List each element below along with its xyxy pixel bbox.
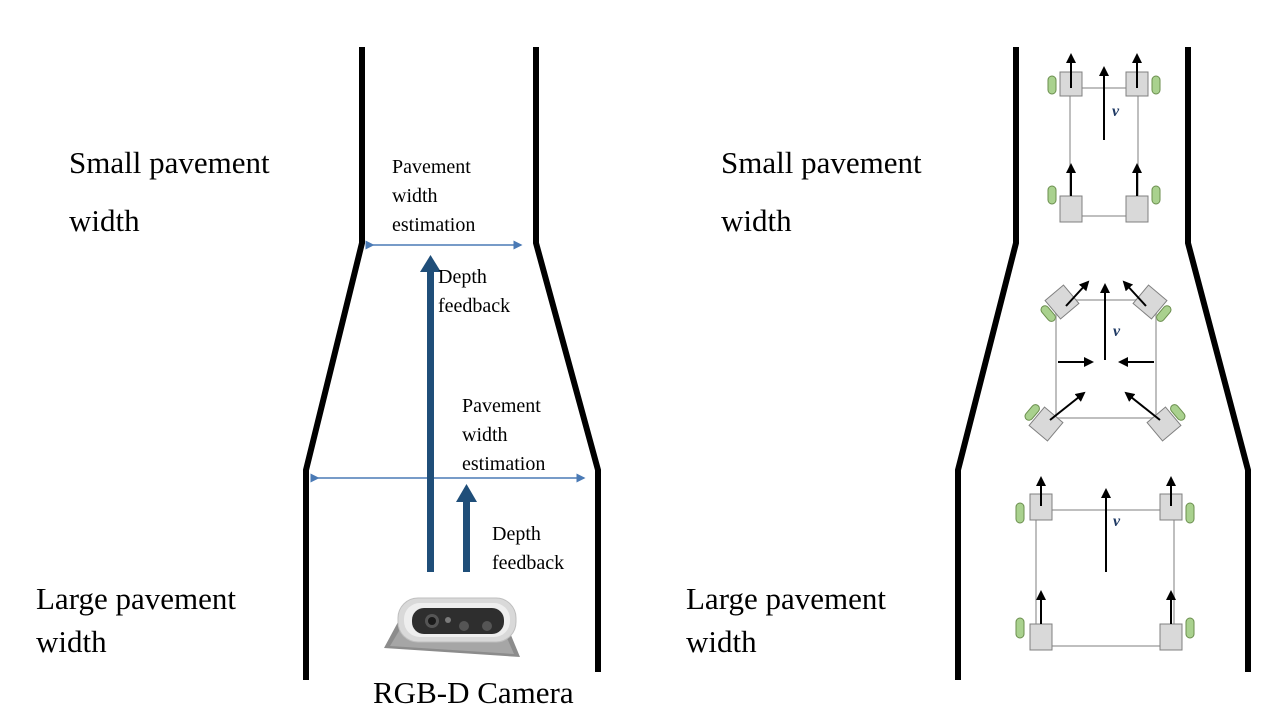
robot-transitioning: v (1024, 280, 1186, 442)
label-line: width (69, 203, 140, 238)
label-line: width (36, 624, 107, 659)
wheel-module (1146, 404, 1186, 442)
right-corridor-left-wall (955, 47, 1019, 680)
left-corridor-right-wall (533, 47, 601, 672)
right-large-width-label: Large pavement width (686, 581, 886, 659)
wheel-module (1015, 590, 1053, 651)
label-line: width (721, 203, 792, 238)
left-corridor (303, 47, 601, 680)
wheel-module (1132, 284, 1172, 322)
label-line: Pavement (392, 156, 471, 178)
left-small-width-label: Small pavement width (69, 145, 270, 238)
robot-straight-wide: v (1015, 476, 1195, 651)
label-line: estimation (462, 453, 546, 475)
velocity-label: v (1113, 513, 1121, 530)
left-corridor-left-wall (303, 47, 365, 680)
wheel-module (1047, 163, 1083, 223)
wheel-module (1159, 590, 1195, 651)
wheel-module (1015, 476, 1053, 524)
label-line: width (392, 185, 438, 207)
width-estimation-label-top: Pavement width estimation (392, 153, 475, 240)
label-line: Depth (438, 266, 487, 288)
robot-straight-narrow: v (1047, 53, 1161, 223)
label-line: Small pavement (721, 145, 922, 180)
velocity-label: v (1112, 103, 1120, 120)
label-line: feedback (438, 295, 511, 317)
depth-feedback-arrow-long (420, 255, 441, 572)
right-corridor-right-wall (1185, 47, 1251, 672)
wheel-module (1125, 163, 1161, 223)
label-line: Depth (492, 523, 541, 545)
width-estimation-label-middle: Pavement width estimation (462, 392, 545, 479)
label-line: width (462, 424, 508, 446)
label-line: Small pavement (69, 145, 270, 180)
depth-feedback-label-bottom: Depth feedback (492, 520, 564, 578)
wheel-module (1047, 53, 1083, 97)
label-line: feedback (492, 552, 565, 574)
wheel-module (1159, 476, 1195, 524)
label-line: Large pavement (36, 581, 236, 616)
label-line: estimation (392, 214, 476, 236)
velocity-label: v (1113, 323, 1121, 340)
depth-feedback-arrow-short (456, 484, 477, 572)
label-line: Large pavement (686, 581, 886, 616)
rgbd-camera-icon (384, 597, 520, 657)
depth-feedback-label-top: Depth feedback (438, 263, 510, 321)
camera-label: RGB-D Camera (373, 675, 574, 710)
label-line: width (686, 624, 757, 659)
wheel-module (1125, 53, 1161, 97)
label-line: Pavement (462, 395, 541, 417)
left-large-width-label: Large pavement width (36, 581, 236, 659)
wheel-module (1040, 284, 1080, 322)
right-small-width-label: Small pavement width (721, 145, 922, 238)
right-corridor (955, 47, 1251, 680)
